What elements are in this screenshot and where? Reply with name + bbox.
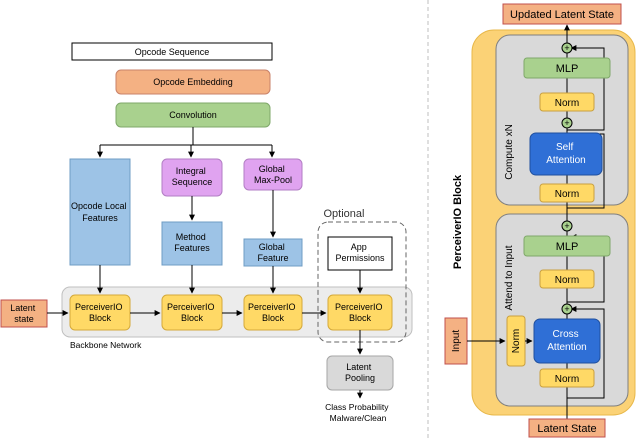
norm-mlp-compute-label: Norm: [555, 98, 579, 109]
method-features-label: Method Features: [174, 232, 210, 253]
convolution-label: Convolution: [169, 110, 217, 120]
norm-mlp-attend: [539, 269, 595, 289]
norm-self-attention-label: Norm: [555, 189, 579, 200]
norm-cross-input-label: Norm: [511, 329, 522, 353]
optional-label: Optional: [324, 208, 365, 220]
latent-state-bottom-box: [528, 418, 606, 438]
backbone-network-label: Backbone Network: [70, 340, 142, 350]
latent-state-bottom-label: Latent State: [537, 423, 596, 435]
cross-attention-box: [533, 318, 601, 364]
self-attention-label: Self Attention: [546, 142, 585, 166]
residual-plus-3: [561, 117, 573, 129]
self-attention-box: [529, 132, 603, 176]
global-feature-label: Global Feature: [257, 242, 288, 263]
opcode-local-features-label: Opcode Local Features: [71, 201, 129, 223]
svg-text:PerceiverIO Block: PerceiverIO Block: [335, 302, 385, 323]
compute-label: Compute xN: [504, 124, 515, 180]
updated-latent-state-label: Updated Latent State: [510, 9, 614, 21]
perceiverio-block-2: PerceiverIO Block: [161, 294, 223, 331]
mlp-attend-label: MLP: [556, 241, 579, 253]
opcode-local-features-box: [69, 158, 131, 266]
perceiverio-block-3: PerceiverIO Block: [243, 294, 303, 331]
global-feature-box: [243, 238, 303, 267]
global-maxpool-label: Global Max-Pool: [254, 164, 292, 185]
residual-plus-4: [561, 42, 573, 54]
residual-plus-4-sign: +: [564, 43, 569, 53]
input-label: Input: [451, 330, 462, 352]
norm-mlp-compute: [539, 92, 595, 112]
residual-plus-2-sign: +: [564, 221, 569, 231]
residual-plus-1-sign: +: [564, 304, 569, 314]
updated-latent-state-box: [502, 3, 622, 25]
opcode-sequence-box: [71, 42, 273, 61]
mlp-compute-box: [523, 57, 611, 79]
app-permissions-label: App Permissions: [335, 242, 385, 263]
residual-plus-3-sign: +: [564, 118, 569, 128]
opcode-embedding-label: Opcode Embedding: [153, 77, 233, 87]
norm-mlp-attend-label: Norm: [555, 275, 579, 286]
svg-text:PerceiverIO Block: PerceiverIO Block: [75, 302, 125, 323]
latent-state-input-box: [0, 299, 48, 328]
perceiverio-block-4: PerceiverIO Block: [327, 294, 393, 331]
svg-text:PerceiverIO Block: PerceiverIO Block: [248, 302, 298, 323]
perceiverio-block-vertical-label: PerceiverIO Block: [452, 174, 464, 269]
opcode-sequence-label: Opcode Sequence: [135, 47, 210, 57]
norm-cross-latent-label: Norm: [555, 374, 579, 385]
mlp-attend-box: [523, 235, 611, 257]
attend-label: Attend to Input: [504, 245, 515, 310]
cross-attention-label: Cross Attention: [547, 329, 586, 353]
mlp-compute-label: MLP: [556, 63, 579, 75]
perceiverio-block-1: PerceiverIO Block: [69, 294, 131, 331]
svg-text:PerceiverIO Block: PerceiverIO Block: [167, 302, 217, 323]
latent-pooling-label: Latent Pooling: [345, 362, 375, 383]
latent-state-input-label: Latent state: [10, 303, 38, 324]
class-probability-label: Class Probability Malware/Clean: [325, 402, 391, 423]
integral-sequence-label: Integral Sequence: [172, 166, 213, 187]
optional-box: [317, 221, 407, 343]
residual-plus-2: [561, 220, 573, 232]
norm-cross-latent: [539, 368, 595, 388]
method-features-box: [161, 221, 223, 266]
residual-plus-1: [561, 303, 573, 315]
norm-self-attention: [539, 183, 595, 203]
opcode-embedding-box: [115, 69, 271, 95]
app-permissions-box: [327, 236, 393, 271]
